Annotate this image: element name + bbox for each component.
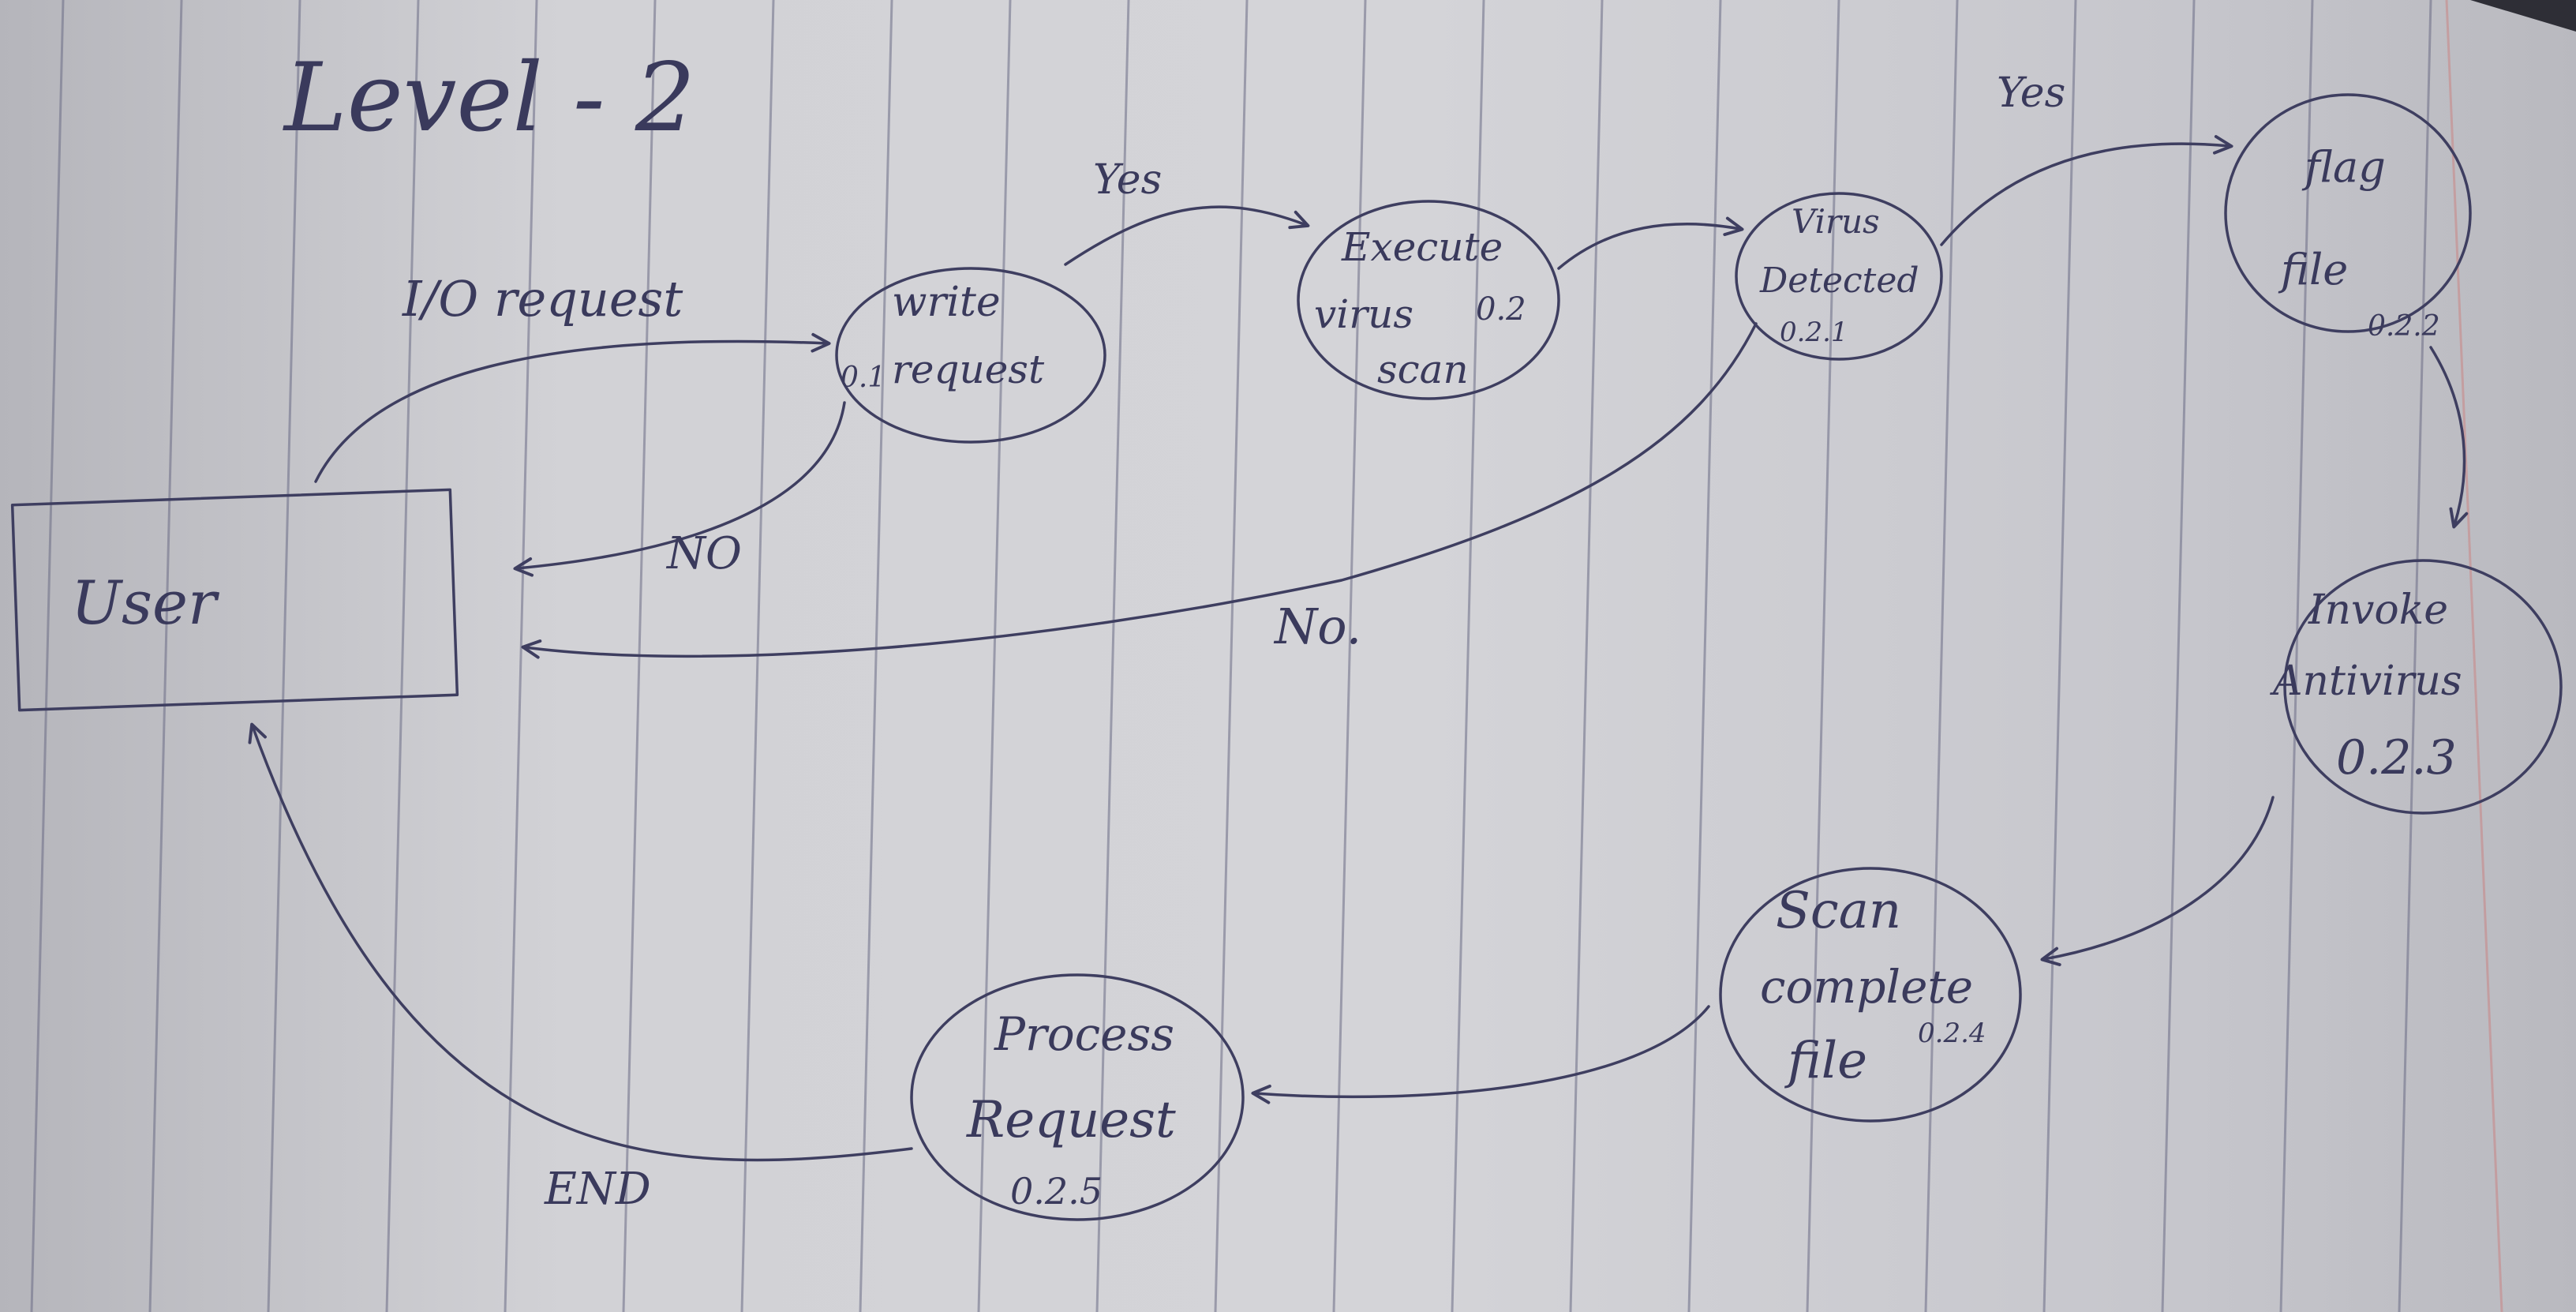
execute-scan-id: 0.2 (1476, 291, 1526, 328)
scan-complete-file-process (1719, 867, 2022, 1123)
yes-label-2: Yes (1997, 69, 2065, 117)
write-no-to-user-arrow (513, 401, 846, 577)
detected-to-flag-arrow (1940, 135, 2233, 246)
user-label: User (71, 568, 220, 638)
write-request-line2: request (892, 347, 1045, 392)
invoke-antivirus-line1: Invoke (2308, 587, 2448, 634)
virus-detected-line2: Detected (1759, 261, 1919, 301)
page-corner-shadow (2470, 0, 2576, 32)
invoke-antivirus-id: 0.2.3 (2336, 730, 2457, 785)
io-request-label: I/O request (402, 270, 683, 328)
write-request-line1: write (892, 279, 1001, 326)
user-entity-box (10, 488, 459, 712)
ruled-lines (30, 0, 2503, 1312)
flag-file-id: 0.2.2 (2368, 310, 2440, 343)
margin-line (2445, 0, 2503, 1312)
scan-complete-line1: Scan (1776, 882, 1901, 940)
process-request-process (910, 973, 1245, 1221)
diagram-title: Level - 2 (283, 43, 695, 153)
invoke-antivirus-line2: Antivirus (2270, 658, 2462, 705)
scan-to-process-arrow (1251, 1005, 1710, 1104)
process-request-line1: Process (994, 1007, 1174, 1061)
end-to-user-arrow (248, 722, 913, 1162)
virus-detected-line1: Virus (1792, 202, 1880, 241)
execute-to-detected-arrow (1557, 216, 1744, 270)
process-request-labels: Process Request 0.2.5 (966, 1007, 1176, 1213)
end-label: END (544, 1164, 651, 1215)
io-request-arrow (314, 332, 831, 483)
process-request-id: 0.2.5 (1010, 1170, 1103, 1213)
execute-virus-scan-process (1297, 200, 1560, 400)
no-label-2: No. (1273, 598, 1361, 655)
write-request-process (835, 267, 1106, 444)
virus-detected-labels: Virus Detected 0.2.1 (1759, 202, 1919, 348)
invoke-antivirus-labels: Invoke Antivirus 0.2.3 (2270, 587, 2462, 785)
execute-scan-line3: scan (1377, 347, 1469, 392)
no-label-1: NO (665, 528, 742, 579)
execute-scan-line1: Execute (1341, 224, 1503, 270)
yes-label-1: Yes (1093, 156, 1162, 204)
detected-no-to-user-arrow (521, 322, 1758, 659)
flag-to-antivirus-arrow (2429, 346, 2469, 529)
scan-complete-labels: Scan complete file 0.2.4 (1760, 882, 1986, 1090)
flag-file-line2: file (2278, 245, 2348, 294)
invoke-antivirus-process (2283, 559, 2563, 815)
scan-complete-id: 0.2.4 (1918, 1018, 1986, 1049)
scan-complete-line2: complete (1760, 960, 1973, 1014)
process-request-line2: Request (966, 1091, 1176, 1149)
virus-detected-id: 0.2.1 (1780, 317, 1848, 348)
flag-file-labels: flag file 0.2.2 (2278, 142, 2440, 343)
scan-complete-line3: file (1784, 1032, 1867, 1090)
antivirus-to-scan-arrow (2040, 796, 2275, 966)
execute-scan-line2: virus (1314, 291, 1413, 337)
flag-file-process (2224, 93, 2472, 333)
execute-scan-labels: Execute virus 0.2 scan (1314, 224, 1526, 392)
write-to-execute-arrow (1064, 205, 1310, 266)
flag-file-line1: flag (2301, 142, 2386, 192)
write-request-labels: write 0.1 request (841, 279, 1045, 394)
write-request-id: 0.1 (841, 362, 886, 394)
virus-detected-process (1735, 192, 1943, 361)
